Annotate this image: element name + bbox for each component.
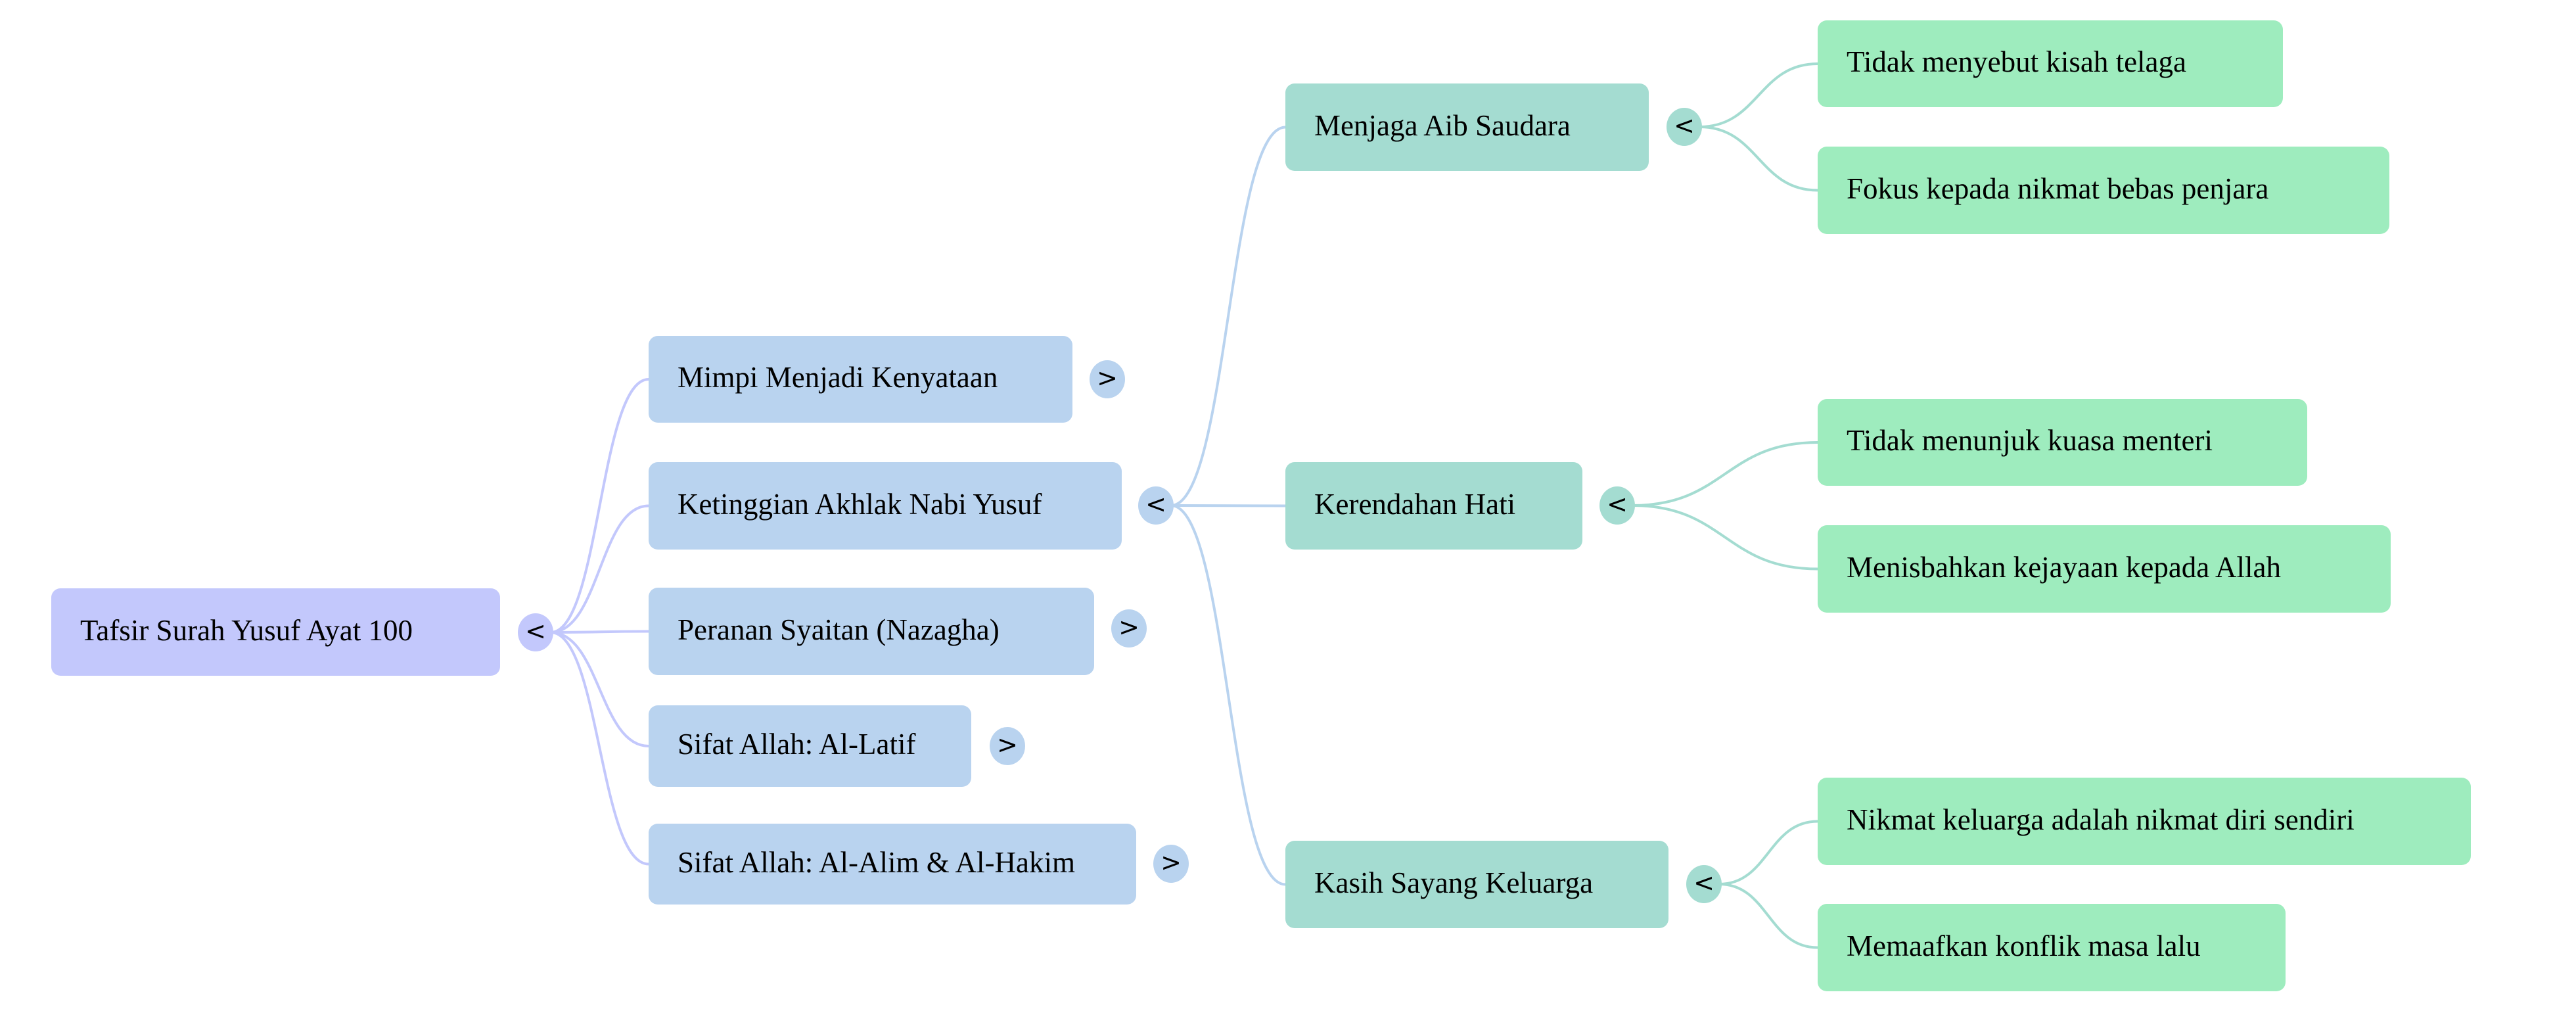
branch-expand-toggle[interactable]: > bbox=[1090, 360, 1125, 398]
subtopic-connector bbox=[1699, 126, 1818, 192]
chevron-right-icon: > bbox=[997, 730, 1018, 759]
branch-node-label: Mimpi Menjadi Kenyataan bbox=[678, 361, 998, 394]
root-connector bbox=[550, 378, 649, 634]
leaf-node[interactable]: Tidak menunjuk kuasa menteri bbox=[1818, 399, 2307, 486]
leaf-node-label: Tidak menunjuk kuasa menteri bbox=[1847, 424, 2213, 457]
branch-node-ketinggian-akhlak[interactable]: Ketinggian Akhlak Nabi Yusuf bbox=[649, 462, 1122, 550]
branch-node-al-alim-al-hakim[interactable]: Sifat Allah: Al-Alim & Al-Hakim bbox=[649, 824, 1136, 905]
branch-node-label: Peranan Syaitan (Nazagha) bbox=[678, 613, 1000, 646]
chevron-right-icon: > bbox=[1118, 613, 1139, 642]
leaf-node-label: Fokus kepada nikmat bebas penjara bbox=[1847, 172, 2269, 205]
subtopic-collapse-toggle[interactable]: < bbox=[1686, 865, 1722, 903]
subtopic-connector bbox=[1718, 820, 1818, 885]
subtopic-node-kasih-sayang[interactable]: Kasih Sayang Keluarga bbox=[1285, 841, 1668, 928]
leaf-node[interactable]: Menisbahkan kejayaan kepada Allah bbox=[1818, 525, 2391, 613]
subtopic-node-label: Kasih Sayang Keluarga bbox=[1314, 866, 1594, 899]
branch-connector bbox=[1170, 126, 1286, 507]
chevron-left-icon: < bbox=[1145, 490, 1166, 519]
branch-node-label: Sifat Allah: Al-Latif bbox=[678, 728, 916, 761]
root-connector bbox=[550, 631, 649, 747]
branch-node-mimpi[interactable]: Mimpi Menjadi Kenyataan bbox=[649, 336, 1072, 423]
branch-expand-toggle[interactable]: > bbox=[1111, 609, 1147, 647]
subtopic-node-menjaga-aib[interactable]: Menjaga Aib Saudara bbox=[1285, 83, 1649, 171]
chevron-right-icon: > bbox=[1097, 364, 1118, 392]
subtopic-connector bbox=[1632, 441, 1818, 507]
branch-connector bbox=[1170, 504, 1286, 886]
root-node-label: Tafsir Surah Yusuf Ayat 100 bbox=[80, 613, 413, 647]
root-connector bbox=[550, 504, 649, 634]
leaf-node[interactable]: Memaafkan konflik masa lalu bbox=[1818, 904, 2286, 991]
branch-node-peranan-syaitan[interactable]: Peranan Syaitan (Nazagha) bbox=[649, 588, 1094, 675]
subtopic-node-label: Menjaga Aib Saudara bbox=[1314, 108, 1571, 142]
chevron-right-icon: > bbox=[1161, 848, 1182, 877]
subtopic-node-kerendahan-hati[interactable]: Kerendahan Hati bbox=[1285, 462, 1582, 550]
subtopic-collapse-toggle[interactable]: < bbox=[1667, 108, 1702, 146]
leaf-node-label: Nikmat keluarga adalah nikmat diri sendi… bbox=[1847, 803, 2355, 836]
subtopic-collapse-toggle[interactable]: < bbox=[1599, 486, 1635, 525]
chevron-left-icon: < bbox=[525, 617, 546, 646]
branch-expand-toggle[interactable]: > bbox=[990, 727, 1025, 765]
subtopic-connector bbox=[1699, 62, 1818, 128]
subtopic-node-label: Kerendahan Hati bbox=[1314, 487, 1516, 521]
leaf-node[interactable]: Nikmat keluarga adalah nikmat diri sendi… bbox=[1818, 778, 2471, 865]
leaf-node-label: Memaafkan konflik masa lalu bbox=[1847, 929, 2201, 962]
chevron-left-icon: < bbox=[1674, 111, 1695, 140]
branch-node-label: Sifat Allah: Al-Alim & Al-Hakim bbox=[678, 845, 1075, 879]
branch-expand-toggle[interactable]: > bbox=[1153, 845, 1189, 883]
leaf-node[interactable]: Tidak menyebut kisah telaga bbox=[1818, 20, 2283, 107]
root-connector bbox=[550, 630, 649, 634]
leaf-node[interactable]: Fokus kepada nikmat bebas penjara bbox=[1818, 147, 2389, 234]
root-node[interactable]: Tafsir Surah Yusuf Ayat 100 bbox=[51, 588, 500, 676]
leaf-node-label: Tidak menyebut kisah telaga bbox=[1847, 45, 2186, 78]
leaf-node-label: Menisbahkan kejayaan kepada Allah bbox=[1847, 550, 2282, 584]
branch-node-label: Ketinggian Akhlak Nabi Yusuf bbox=[678, 487, 1042, 521]
branch-collapse-toggle[interactable]: < bbox=[1138, 486, 1174, 525]
root-connector bbox=[550, 631, 649, 866]
chevron-left-icon: < bbox=[1693, 868, 1714, 897]
branch-node-al-latif[interactable]: Sifat Allah: Al-Latif bbox=[649, 705, 971, 787]
chevron-left-icon: < bbox=[1607, 490, 1628, 519]
subtopic-connector bbox=[1632, 504, 1818, 571]
subtopic-connector bbox=[1718, 883, 1818, 949]
root-collapse-toggle[interactable]: < bbox=[518, 613, 553, 651]
